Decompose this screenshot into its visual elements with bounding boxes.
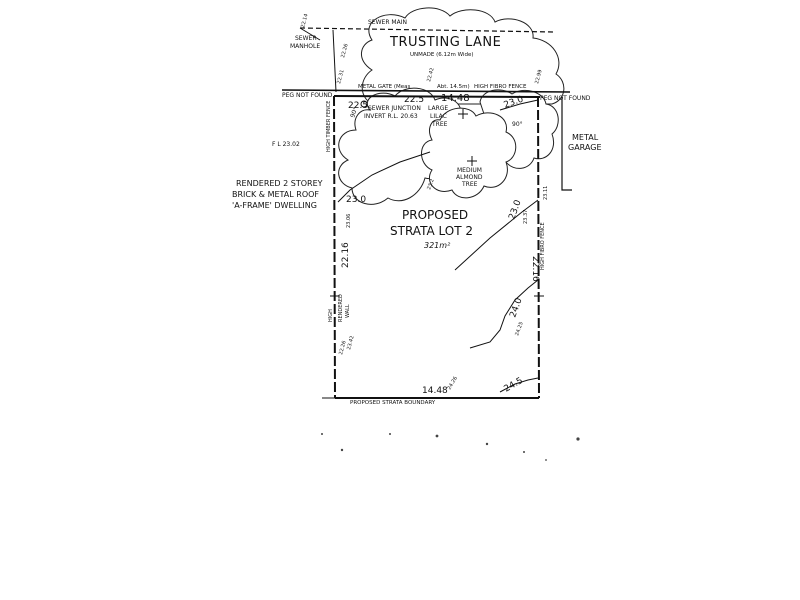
dim-top: 14.48 xyxy=(441,93,470,104)
almond-label-1: MEDIUM xyxy=(457,167,482,174)
level-225-left: 22.5 xyxy=(348,101,368,111)
top-boundary-line xyxy=(333,95,541,98)
level-240: 24.0 xyxy=(508,297,524,320)
lot-right-boundary xyxy=(537,96,540,399)
rendered-wall-1: HIGH xyxy=(328,309,334,322)
sewer-junction-label-1: SEWER JUNCTION xyxy=(368,105,421,112)
peg-not-found-right: PEG NOT FOUND xyxy=(540,95,591,102)
level-245: 24.5 xyxy=(503,376,525,395)
sewer-junction-label-2: INVERT R.L. 20.63 xyxy=(364,113,418,120)
lot-label-1: PROPOSED xyxy=(402,208,468,222)
lilac-label-3: TREE xyxy=(431,121,448,128)
level-2426: 24.26 xyxy=(447,376,459,391)
level-225-mid: 22.5 xyxy=(404,95,424,105)
almond-label-3: TREE xyxy=(461,181,478,188)
level-230-left: 23.0 xyxy=(346,195,366,205)
level-230-right: 23.0 xyxy=(507,199,523,222)
street-note: UNMADE (6.12m Wide) xyxy=(410,52,473,58)
high-fibro-fence-label: HIGH FIBRO FENCE xyxy=(474,84,527,90)
dwelling-line-3: 'A-FRAME' DWELLING xyxy=(232,201,317,210)
metal-gate-label: METAL GATE (Meas xyxy=(358,84,411,90)
contour-24-5 xyxy=(499,377,539,393)
level-2425: 24.25 xyxy=(514,321,525,337)
sewer-manhole-label-2: MANHOLE xyxy=(290,43,320,50)
almond-tree-marker xyxy=(467,156,477,166)
lane-tree-canopy xyxy=(361,7,565,105)
street-name: TRUSTING LANE xyxy=(389,35,501,50)
metal-garage-label-1: METAL xyxy=(572,133,599,142)
level-2226-bottom: 22.26 xyxy=(338,340,348,355)
contour-24-0 xyxy=(469,279,539,349)
contour-23-0-top xyxy=(499,99,539,111)
lilac-tree-marker xyxy=(458,109,468,119)
lot-label-2: STRATA LOT 2 xyxy=(390,224,473,238)
rendered-wall-3: WALL xyxy=(345,304,351,318)
metal-garage-label-2: GARAGE xyxy=(568,143,602,152)
level-2231: 22.31 xyxy=(336,69,346,84)
sewer-junction-marker xyxy=(360,100,368,108)
sewer-main-line xyxy=(299,27,556,33)
high-fibro-fence-side: HIGH FIBRO FENCE xyxy=(540,222,546,270)
level-2242: 22.42 xyxy=(426,67,436,82)
level-2337: 23.37 xyxy=(523,210,529,224)
level-2311: 23.11 xyxy=(543,186,549,200)
level-232: 23.2 xyxy=(426,178,435,191)
almond-tree-canopy xyxy=(421,107,517,199)
fl-level: F L 23.02 xyxy=(272,141,300,148)
metal-garage-outline xyxy=(561,97,572,191)
almond-label-2: ALMOND xyxy=(456,174,483,181)
sewer-branch-line-2 xyxy=(299,27,321,41)
dwelling-line-2: BRICK & METAL ROOF xyxy=(232,190,319,199)
level-2299: 22.99 xyxy=(534,69,544,84)
lilac-label-2: LILAC xyxy=(430,113,447,120)
lot-area: 321m² xyxy=(424,241,451,250)
peg-not-found-left: PEG NOT FOUND xyxy=(282,92,333,99)
lot-left-boundary xyxy=(333,95,336,399)
angle-left: 90° xyxy=(349,106,359,118)
rendered-wall-2: RENDERED xyxy=(338,294,344,322)
strata-boundary-label: PROPOSED STRATA BOUNDARY xyxy=(350,400,436,406)
sewer-main-label: SEWER MAIN xyxy=(368,19,407,26)
high-timber-fence-label: HIGH TIMBER FENCE xyxy=(326,101,332,152)
dim-left: 22.16 xyxy=(341,242,351,268)
sewer-branch-line xyxy=(332,29,337,93)
scan-specks xyxy=(321,433,580,461)
gate-abt-label: Abt. 14.5m) xyxy=(437,84,470,90)
sewer-manhole-label-1: SEWER xyxy=(295,35,317,42)
dim-right: 22.16 xyxy=(530,256,540,282)
dwelling-line-1: RENDERED 2 STOREY xyxy=(236,179,323,188)
lane-line xyxy=(281,89,571,93)
level-2306: 23.06 xyxy=(346,214,352,228)
angle-right: 90° xyxy=(512,121,523,128)
contour-23-0 xyxy=(337,151,431,203)
level-2342: 23.42 xyxy=(346,335,356,350)
contour-23-2 xyxy=(454,199,539,271)
level-2214: 22.14 xyxy=(300,13,310,28)
dim-bottom: 14.48 xyxy=(422,386,448,396)
lilac-label-1: LARGE xyxy=(428,105,448,112)
level-2226: 22.26 xyxy=(340,43,350,58)
